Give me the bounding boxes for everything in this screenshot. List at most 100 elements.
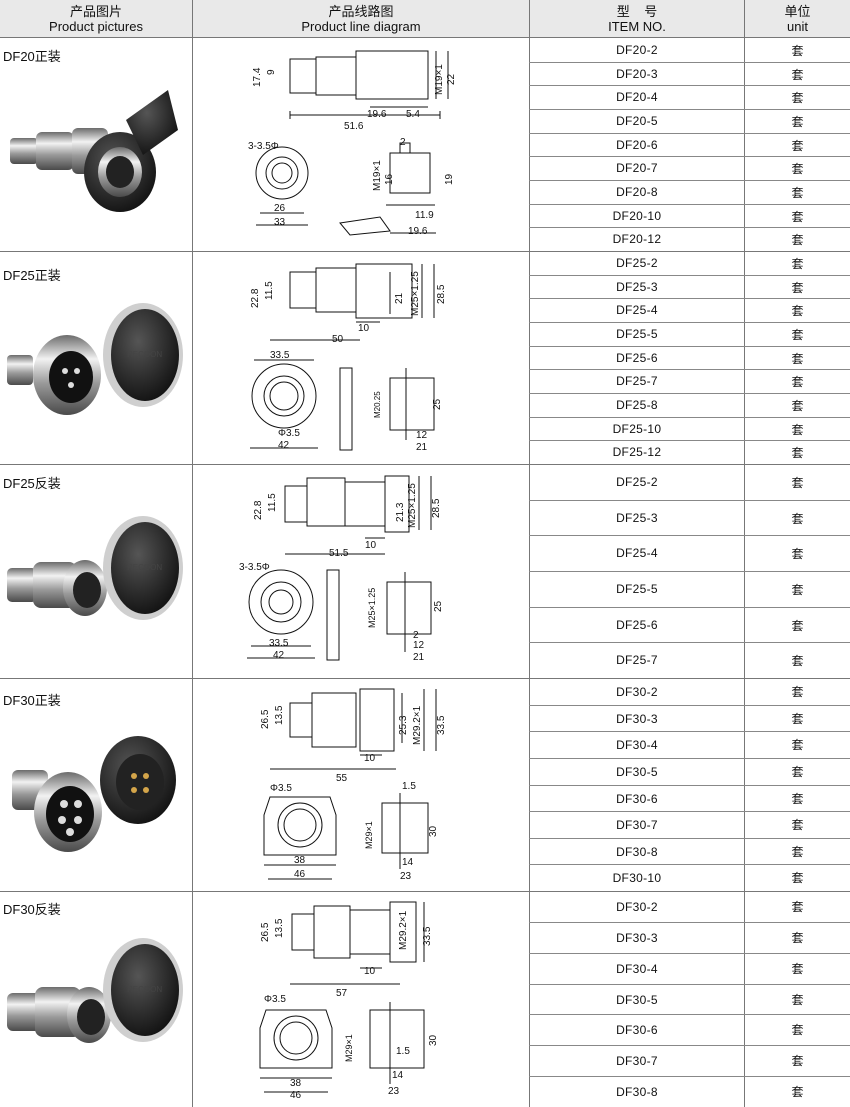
row-divider xyxy=(529,133,850,134)
dim-label: M29×1 xyxy=(344,1034,354,1062)
dim-label: 2 xyxy=(400,137,406,148)
unit-value: 套 xyxy=(791,67,804,82)
dim-label: 33.5 xyxy=(269,638,289,649)
dim-label: 28.5 xyxy=(431,498,442,518)
dim-label: 21 xyxy=(394,292,405,304)
header-en: Product line diagram xyxy=(301,18,421,34)
dim-label: 21 xyxy=(413,652,425,663)
dim-label: 46 xyxy=(290,1090,302,1101)
dim-label: 11.9 xyxy=(415,210,434,221)
item-number: DF30-5 xyxy=(616,992,658,1007)
item-number: DF20-10 xyxy=(612,209,662,223)
column-divider xyxy=(744,0,745,1107)
dim-label: 21 xyxy=(416,442,428,453)
unit-value: 套 xyxy=(791,185,804,200)
unit-value: 套 xyxy=(791,256,804,271)
product-photo-df25-reverse: RECOON xyxy=(7,516,183,620)
dim-label: 1.5 xyxy=(402,781,416,792)
dim-label: 23 xyxy=(388,1086,400,1097)
row-divider xyxy=(529,440,850,441)
dim-label: 3-3.5Φ xyxy=(239,562,270,573)
dim-label: M29.2×1 xyxy=(412,705,423,745)
unit-value: 套 xyxy=(791,422,804,437)
product-photo-df30-reverse: RECOON xyxy=(7,938,183,1043)
dim-label: 22.8 xyxy=(253,500,264,520)
unit-value: 套 xyxy=(791,1085,804,1099)
dim-label: 57 xyxy=(336,988,348,999)
unit-value: 套 xyxy=(791,114,804,129)
dim-label: 13.5 xyxy=(274,918,285,938)
unit-value: 套 xyxy=(791,1023,804,1037)
unit-value: 套 xyxy=(791,993,804,1007)
unit-value: 套 xyxy=(791,209,804,224)
group-label-df20-front: DF20正装 xyxy=(3,49,61,64)
item-number: DF25-4 xyxy=(616,546,658,560)
dim-label: 55 xyxy=(336,773,348,784)
group-divider xyxy=(0,251,850,252)
dim-label: 11.5 xyxy=(267,493,278,512)
row-divider xyxy=(529,838,850,839)
unit-value: 套 xyxy=(791,90,804,105)
dim-label: M25×1.25 xyxy=(407,483,418,528)
group-label-df25-front: DF25正装 xyxy=(3,268,61,283)
dim-label: 50 xyxy=(332,334,344,345)
dim-label: 13.5 xyxy=(274,705,285,725)
item-number: DF30-7 xyxy=(616,817,658,832)
item-number: DF20-5 xyxy=(616,114,658,128)
unit-value: 套 xyxy=(791,232,804,247)
row-divider xyxy=(529,346,850,347)
item-number: DF25-6 xyxy=(616,351,658,365)
row-divider xyxy=(529,417,850,418)
item-number: DF25-2 xyxy=(616,256,658,270)
row-divider xyxy=(529,393,850,394)
row-divider xyxy=(529,180,850,181)
dim-label: Φ3.5 xyxy=(278,428,300,439)
unit-value: 套 xyxy=(791,582,804,597)
unit-value: 套 xyxy=(791,845,804,859)
unit-value: 套 xyxy=(791,161,804,176)
unit-value: 套 xyxy=(791,475,804,490)
row-divider xyxy=(529,953,850,954)
line-diagram-df20-front: 17.4 9 19.6 51.6 5.4 M19×1 22 3-3.5Φ 26 … xyxy=(248,50,457,237)
unit-value: 套 xyxy=(791,685,804,699)
row-divider xyxy=(529,811,850,812)
unit-value: 套 xyxy=(791,351,804,366)
dim-label: 26 xyxy=(274,203,286,214)
dim-label: 25 xyxy=(433,600,444,612)
unit-value: 套 xyxy=(791,871,804,885)
item-number: DF30-2 xyxy=(616,684,658,699)
dim-label: 14 xyxy=(392,1070,404,1081)
group-label-df25-reverse: DF25反装 xyxy=(3,476,61,491)
item-number: DF25-8 xyxy=(616,398,658,412)
dim-label: 38 xyxy=(290,1078,302,1089)
dim-label: 33.5 xyxy=(422,926,433,946)
dim-label: 19.6 xyxy=(408,226,428,237)
unit-value: 套 xyxy=(791,618,804,633)
dim-label: 9 xyxy=(266,69,277,75)
dim-label: 3-3.5Φ xyxy=(248,141,279,152)
dim-label: 30 xyxy=(428,1034,439,1046)
row-divider xyxy=(529,535,850,536)
dim-label: 33 xyxy=(274,217,286,228)
header-item-no: 型 号 ITEM NO. xyxy=(530,0,744,38)
header-product-line-diagram: 产品线路图 Product line diagram xyxy=(193,0,529,38)
row-divider xyxy=(529,156,850,157)
item-number: DF20-2 xyxy=(616,43,658,57)
dim-label: Φ3.5 xyxy=(270,783,292,794)
header-cn: 型 号 xyxy=(616,3,658,19)
item-number: DF25-7 xyxy=(616,374,658,388)
group-divider xyxy=(0,464,850,465)
dim-label: 12 xyxy=(416,430,428,441)
unit-value: 套 xyxy=(791,374,804,389)
dim-label: 11.5 xyxy=(264,281,275,300)
dim-label: 17.4 xyxy=(252,67,263,87)
item-number: DF30-3 xyxy=(616,711,658,726)
dim-label: M20.25 xyxy=(373,391,382,418)
dim-label: M19×1 xyxy=(434,64,445,95)
row-divider xyxy=(529,642,850,643)
row-divider xyxy=(529,62,850,63)
line-diagram-df25-front: 22.8 11.5 10 50 21 M25×1.25 28.5 33.5 Φ3… xyxy=(250,263,447,453)
item-number: DF30-8 xyxy=(616,844,658,859)
item-number: DF30-4 xyxy=(616,961,658,976)
item-number: DF30-6 xyxy=(616,1022,658,1037)
